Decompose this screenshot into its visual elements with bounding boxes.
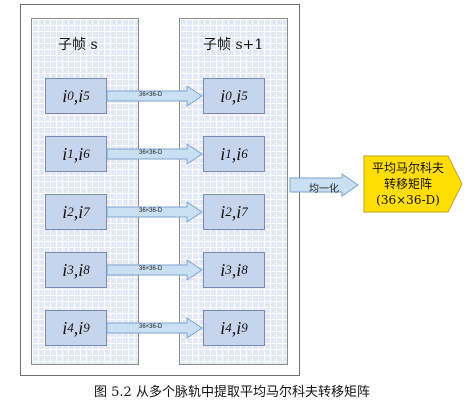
transition-arrow-0 (106, 85, 203, 107)
result-line-2: 转移矩阵 (383, 177, 432, 191)
left-panel-title: 子帧 s (58, 37, 98, 53)
merge-label: 均一化 (309, 184, 339, 195)
transition-label-0: 36×36-D (139, 92, 163, 98)
figure-caption: 图 5.2 从多个脉轨中提取平均马尔科夫转移矩阵 (94, 385, 370, 400)
merge-arrow (289, 173, 359, 197)
result-text: 平均马尔科夫 转移矩阵 (36×36-D) (364, 160, 452, 208)
transition-arrow-1 (106, 143, 203, 165)
result-line-3: (36×36-D) (376, 193, 440, 207)
result-line-1: 平均马尔科夫 (371, 161, 444, 175)
transition-arrow-2 (106, 201, 203, 223)
transition-label-3: 36×36-D (139, 266, 163, 272)
transition-arrow-3 (106, 259, 203, 281)
transition-label-2: 36×36-D (139, 208, 163, 214)
right-subframe-panel (179, 18, 288, 365)
right-panel-title: 子帧 s+1 (203, 37, 264, 53)
left-subframe-panel (31, 18, 139, 365)
transition-arrow-4 (106, 317, 203, 339)
transition-label-4: 36×36-D (139, 324, 163, 330)
result-arrow-box (363, 155, 463, 213)
transition-label-1: 36×36-D (139, 150, 163, 156)
